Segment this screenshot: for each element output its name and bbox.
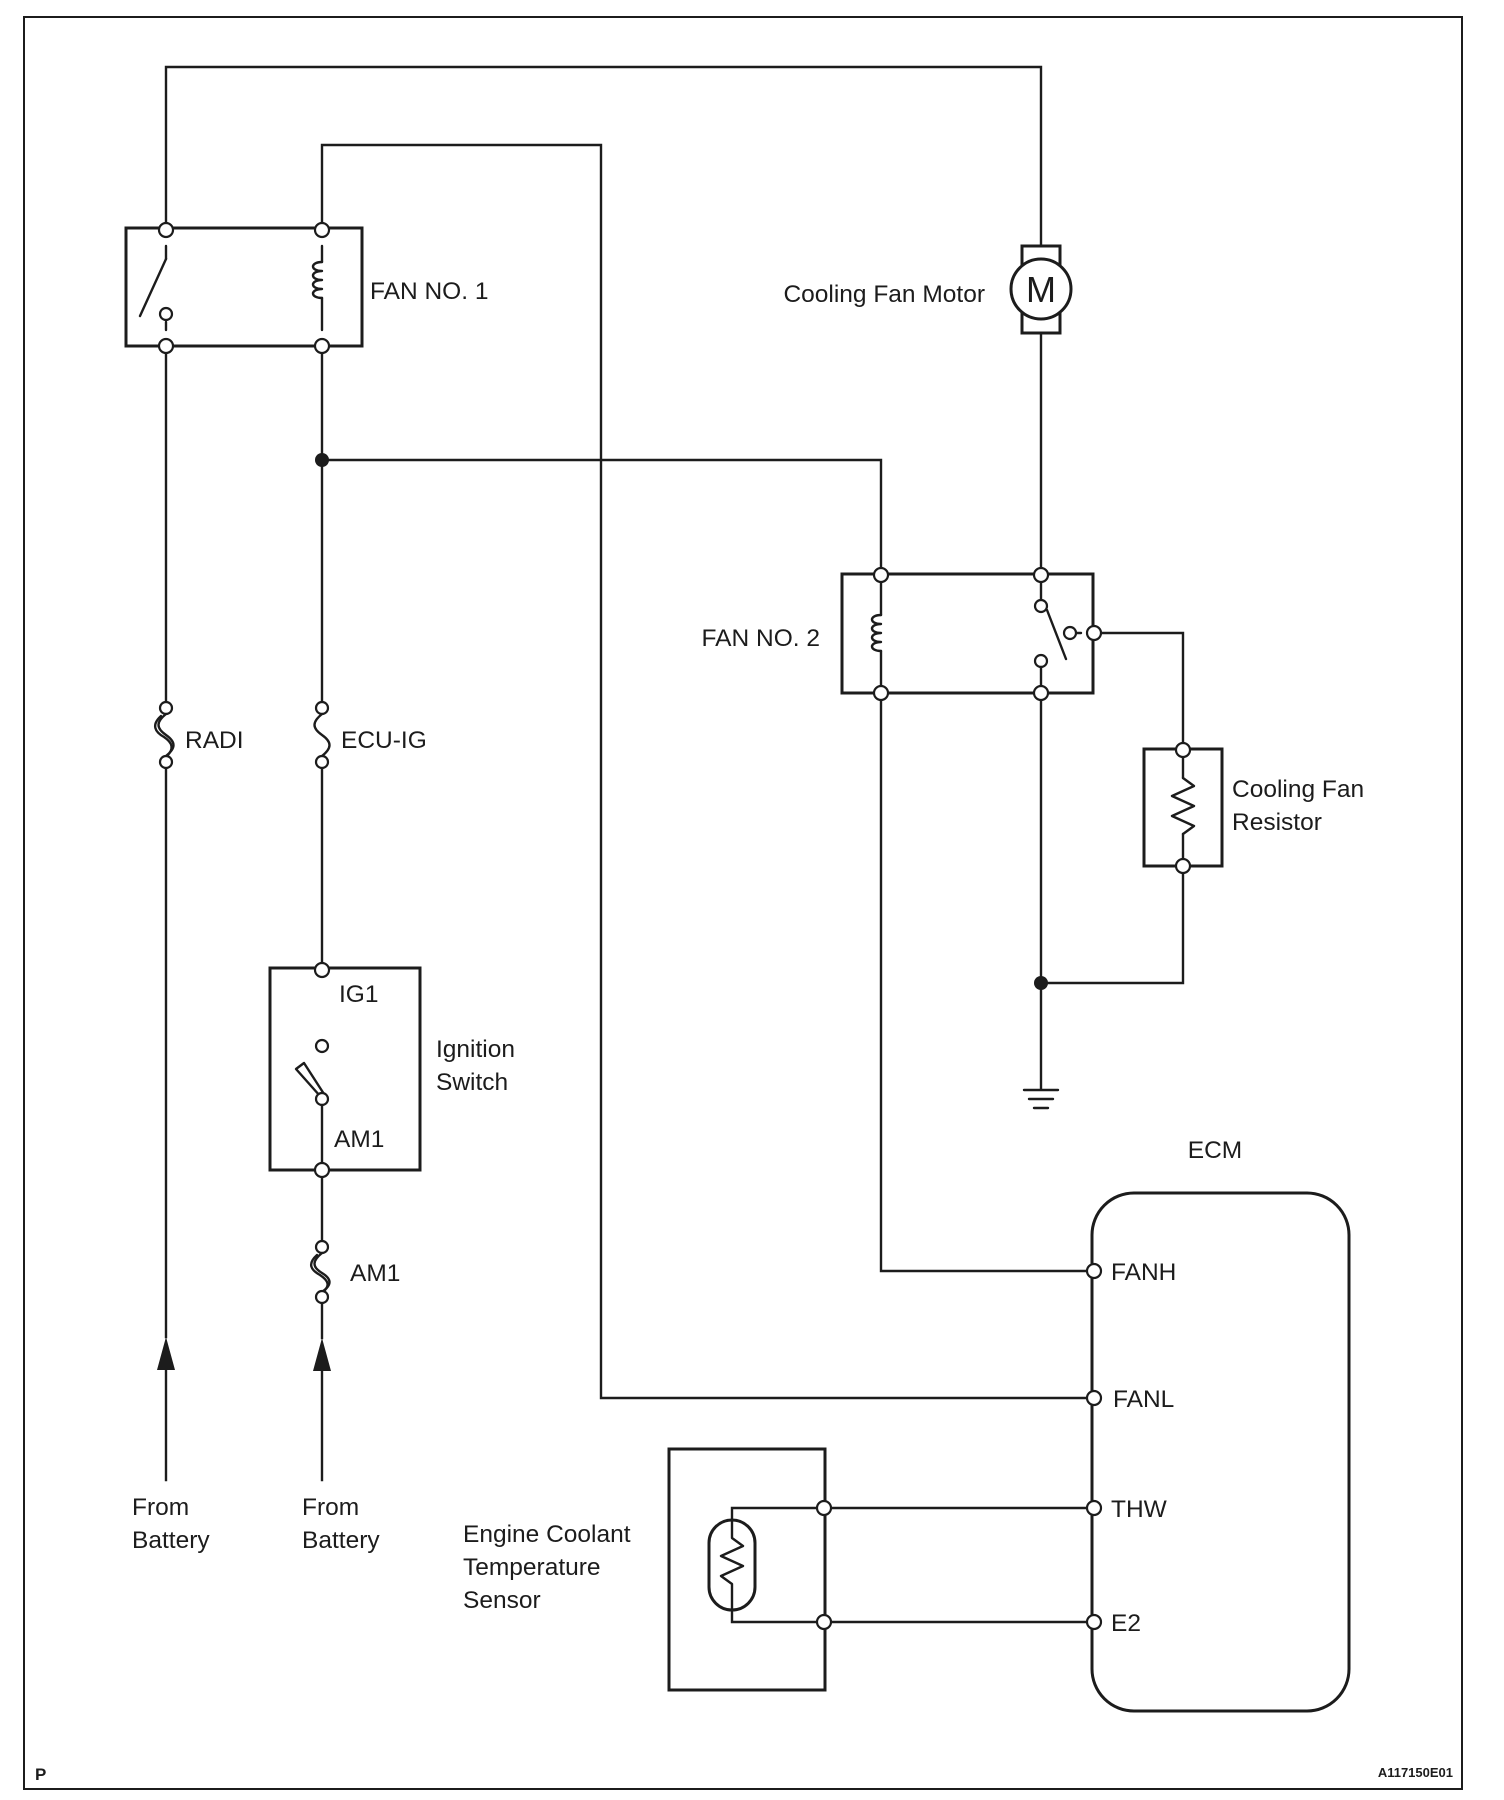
page-frame (23, 16, 1463, 1790)
radi-fuse-icon (153, 700, 175, 770)
cooling-fan-resistor-label-line2: Resistor (1232, 809, 1322, 836)
cooling-fan-motor-icon: M (1009, 244, 1073, 335)
junction-dot (315, 453, 329, 467)
from-battery-2-line2: Battery (302, 1527, 380, 1554)
motor-symbol: M (1026, 269, 1056, 310)
ig1-terminal-label: IG1 (339, 981, 379, 1008)
e2-terminal-label: E2 (1111, 1610, 1141, 1637)
figure-code: A117150E01 (1378, 1765, 1453, 1780)
ground-icon (1022, 1088, 1060, 1110)
from-battery-2-line1: From (302, 1494, 359, 1521)
battery-arrows (157, 1337, 331, 1482)
arrow-up-icon (313, 1338, 331, 1371)
ecm-block (1085, 1191, 1351, 1713)
am1-fuse-label: AM1 (350, 1260, 400, 1287)
ignition-switch-label-line1: Ignition (436, 1036, 515, 1063)
page-marker: P (35, 1765, 46, 1784)
ect-sensor-label-line2: Temperature (463, 1554, 601, 1581)
fan-no1-label: FAN NO. 1 (370, 278, 488, 305)
from-battery-1-line2: Battery (132, 1527, 210, 1554)
arrow-up-icon (157, 1337, 175, 1370)
ect-sensor-label-line3: Sensor (463, 1587, 541, 1614)
am1-terminal-label: AM1 (334, 1126, 384, 1153)
fan-no2-label: FAN NO. 2 (702, 625, 820, 652)
ignition-switch (268, 961, 422, 1179)
junction-dot (1034, 976, 1048, 990)
ecu-ig-fuse-label: ECU-IG (341, 727, 427, 754)
ecm-label: ECM (1188, 1137, 1242, 1164)
cooling-fan-resistor (1142, 741, 1224, 875)
fanl-terminal-label: FANL (1113, 1386, 1174, 1413)
ect-sensor (667, 1447, 833, 1692)
fan-no1-relay (124, 221, 364, 355)
thw-terminal-label: THW (1111, 1496, 1168, 1523)
fanh-terminal-label: FANH (1111, 1259, 1176, 1286)
cooling-fan-resistor-label-line1: Cooling Fan (1232, 776, 1364, 803)
ect-sensor-label-line1: Engine Coolant (463, 1521, 631, 1548)
cooling-fan-motor-label: Cooling Fan Motor (783, 281, 985, 308)
wires (164, 65, 1185, 1624)
ecu-ig-fuse-icon (313, 700, 331, 770)
from-battery-1-line1: From (132, 1494, 189, 1521)
radi-fuse-label: RADI (185, 727, 244, 754)
fan-no2-relay (840, 566, 1103, 702)
am1-fuse-icon (309, 1239, 331, 1305)
ignition-switch-label-line2: Switch (436, 1069, 508, 1096)
